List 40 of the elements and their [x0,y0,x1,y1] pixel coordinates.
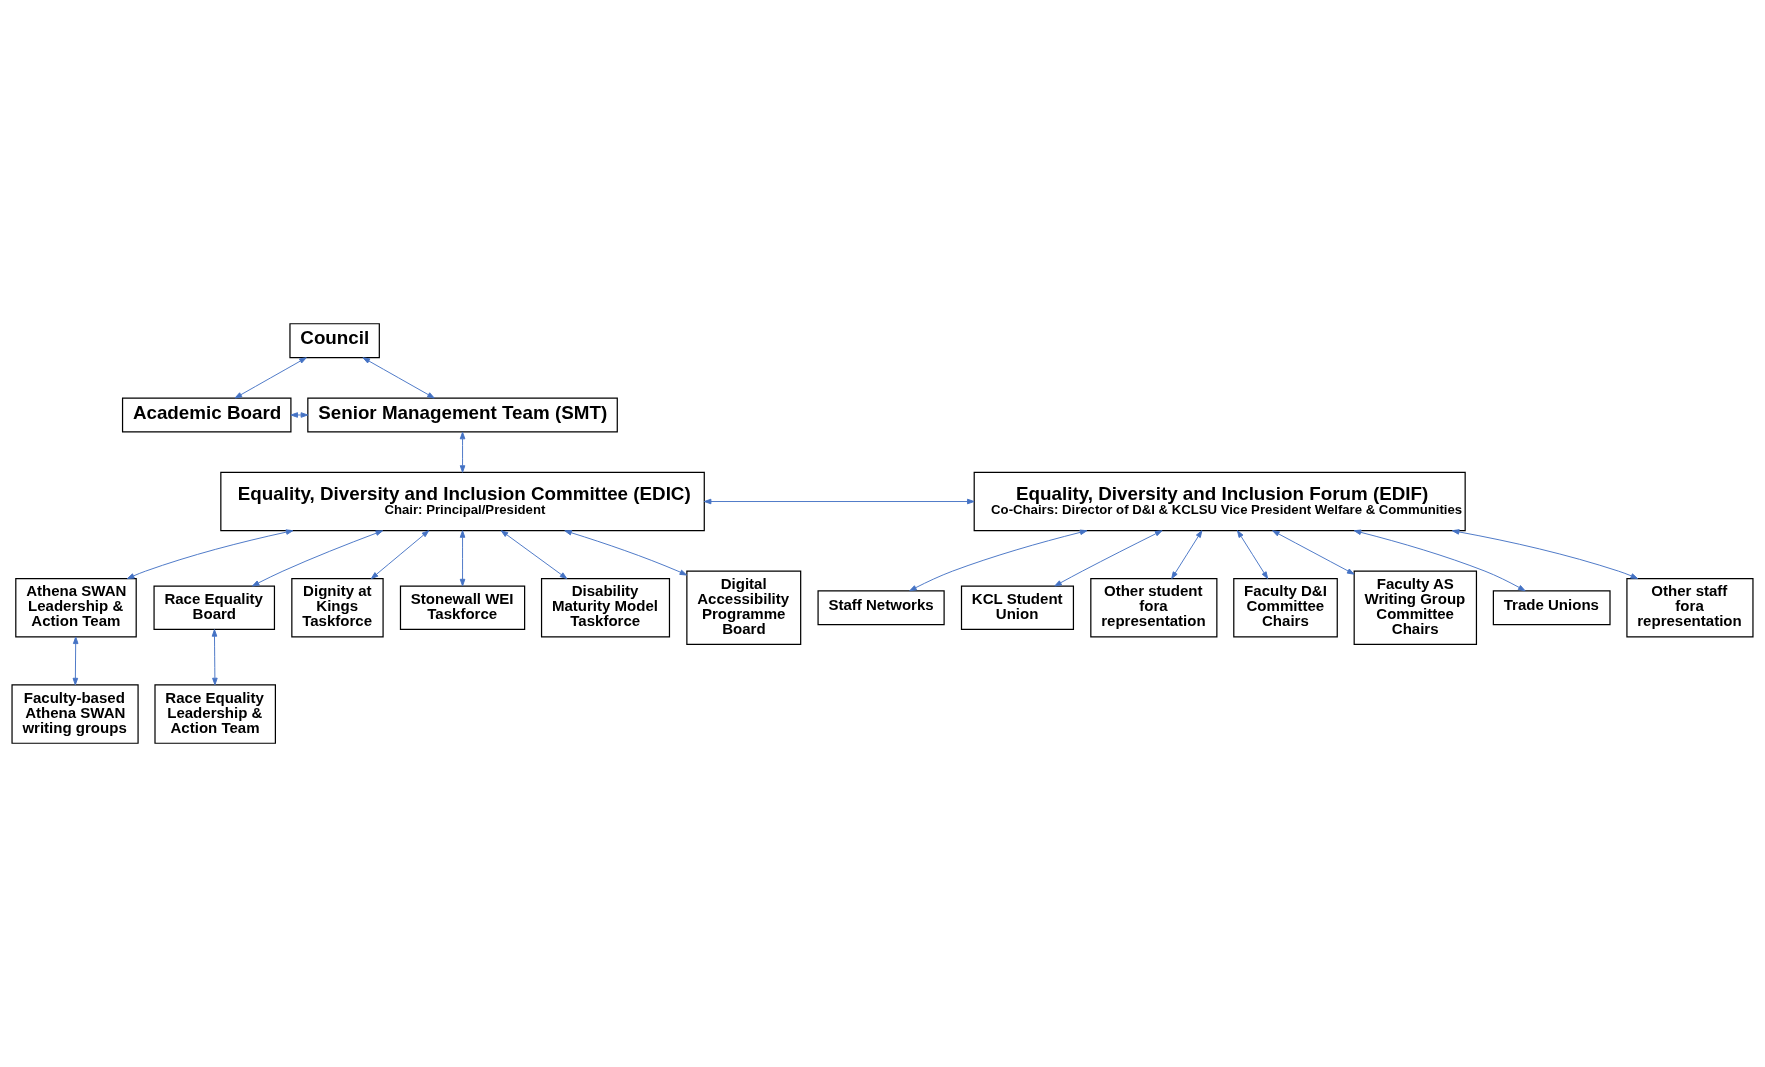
node-box: Equality, Diversity and Inclusion Forum (EDIF) Co-Chairs: Director of D&I & KCLSU Vice President Welfare & Communities [973,471,1466,532]
node-box: Council [289,323,380,359]
arrow [72,636,79,686]
node-box: Faculty AS Writing Group Committee Chairs [1353,570,1478,646]
arrow [564,530,688,576]
node-box: Equality, Diversity and Inclusion Committee (EDIC) Chair: Principal/President [220,471,705,532]
arrow [1054,530,1163,587]
node-box: Race Equality Leadership & Action Team [154,684,276,744]
arrow [1171,530,1203,580]
node-box: Staff Networks [817,590,945,626]
node-box: Senior Management Team (SMT) [307,397,618,433]
arrow [126,529,294,580]
node-box: KCL Student Union [960,585,1075,631]
arrow [909,529,1088,592]
arrow [251,530,384,587]
arrow [500,530,568,580]
arrow [290,412,309,418]
node-box: Athena SWAN Leadership & Action Team [15,578,137,638]
node-box: Trade Unions [1492,590,1611,626]
arrow [1272,530,1355,575]
arrow [1237,530,1269,580]
node-box: Stonewall WEI Taskforce [399,585,526,631]
node-box: Digital Accessibility Programme Board [686,570,802,646]
node-box: Academic Board [121,397,292,433]
node-box: Other staff fora representation [1626,578,1754,638]
arrow [1353,529,1526,592]
arrow [459,431,466,473]
node-box: Faculty D&I Committee Chairs [1233,578,1338,638]
node-box: Other student fora representation [1090,578,1218,638]
arrow [370,530,430,580]
arrow [459,530,466,587]
node-box: Faculty-based Athena SWAN writing groups [11,684,139,744]
arrow [1451,529,1639,579]
arrow [703,498,975,505]
node-box: Race Equality Board [153,585,276,631]
arrow [362,357,435,399]
arrow [234,357,307,399]
node-box: Disability Maturity Model Taskforce [540,578,671,638]
node-box: Dignity at Kings Taskforce [291,578,384,638]
arrow [211,629,218,686]
